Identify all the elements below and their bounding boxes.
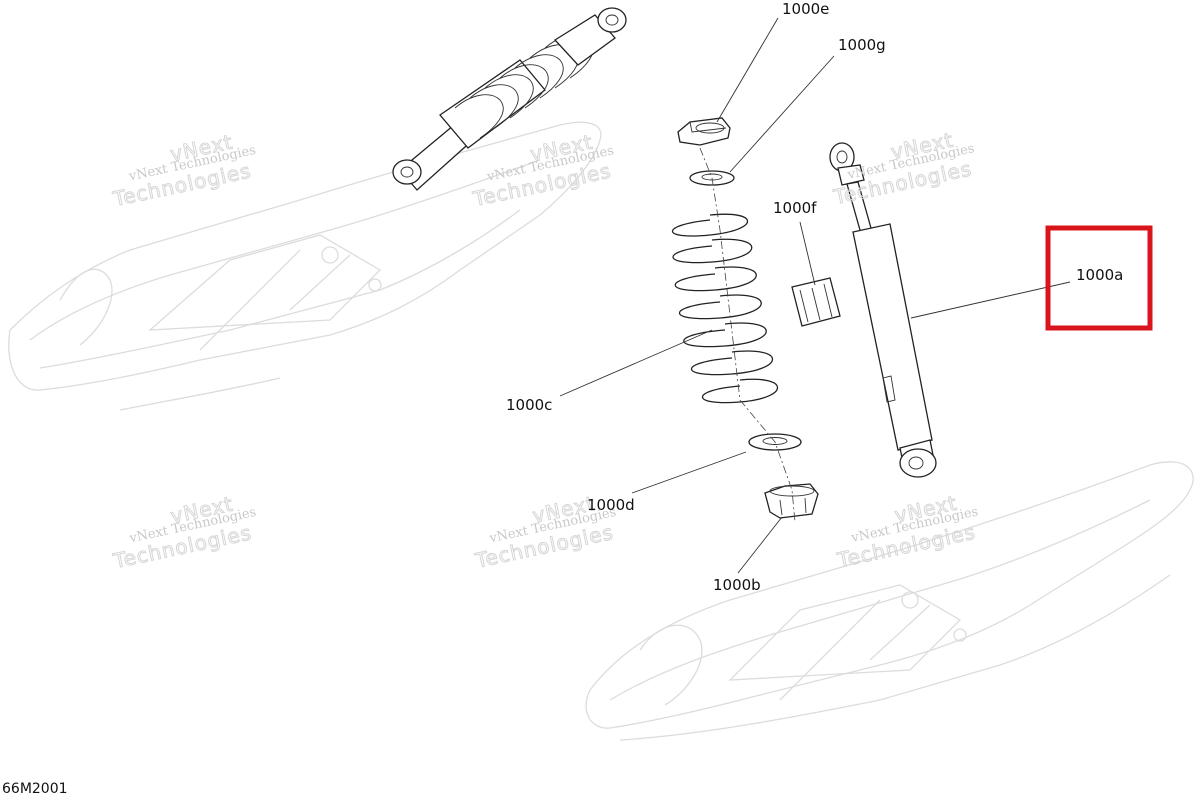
shock-absorber-part — [829, 142, 937, 478]
watermark-center-top: vNext Technologies vNext Technologies — [470, 129, 616, 212]
highlight-box-1000a — [1045, 225, 1153, 331]
diagram-code-label: 66M2001 — [2, 781, 68, 797]
watermark-left-bottom: vNext Technologies vNext Technologies — [110, 491, 258, 574]
spring-top-cap-part — [677, 117, 731, 146]
callout-1000c[interactable]: 1000c — [506, 396, 552, 414]
assembled-shock-illustration — [392, 7, 627, 191]
watermark-right-bottom: vNext Technologies vNext Technologies — [834, 490, 980, 573]
spring-bottom-cup-part — [764, 483, 819, 519]
callout-1000e[interactable]: 1000e — [782, 0, 829, 18]
callout-1000b[interactable]: 1000b — [713, 576, 761, 594]
ghost-ski-lower-right — [585, 461, 1194, 741]
callout-1000a[interactable]: 1000a — [1076, 266, 1123, 284]
assembly-axis-line — [699, 147, 796, 523]
bump-stop-part — [791, 277, 841, 327]
watermark-left-top: vNext Technologies vNext Technologies — [110, 129, 258, 212]
ghost-ski-upper-left — [8, 121, 602, 411]
coil-spring-part — [672, 213, 779, 404]
callout-1000f[interactable]: 1000f — [773, 199, 817, 217]
leader-lines — [559, 17, 1071, 574]
callout-1000g[interactable]: 1000g — [838, 36, 886, 54]
callout-1000d[interactable]: 1000d — [587, 496, 635, 514]
